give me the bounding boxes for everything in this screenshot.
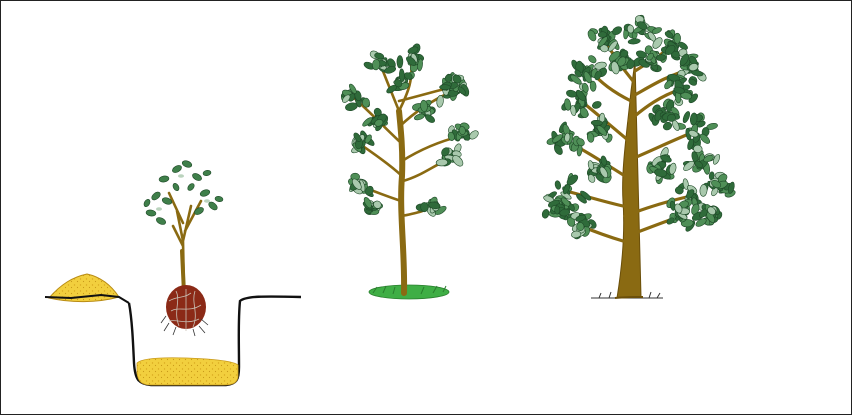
- young-tree: [341, 43, 480, 299]
- sapling-foliage: [143, 159, 224, 225]
- leaf: [674, 33, 681, 43]
- sapling: [143, 159, 224, 336]
- hole-soil: [137, 358, 238, 385]
- leaf: [440, 85, 451, 90]
- leaf: [397, 56, 403, 68]
- grass-patch: [369, 285, 449, 299]
- young-tree-foliage: [341, 43, 480, 218]
- mature-tree: [541, 14, 736, 298]
- leaf: [554, 180, 561, 190]
- leaf: [591, 100, 602, 110]
- leaf: [628, 38, 641, 44]
- leaf: [699, 184, 707, 196]
- leaf: [591, 120, 602, 126]
- leaf: [576, 222, 584, 231]
- leaf: [587, 160, 594, 170]
- leaf: [436, 95, 444, 108]
- leaf: [399, 69, 405, 82]
- root-ball: [161, 285, 208, 336]
- leaf: [587, 54, 598, 64]
- planting-stage: [45, 159, 301, 385]
- leaf: [682, 111, 691, 124]
- leaf: [554, 206, 559, 215]
- leaf: [667, 114, 676, 122]
